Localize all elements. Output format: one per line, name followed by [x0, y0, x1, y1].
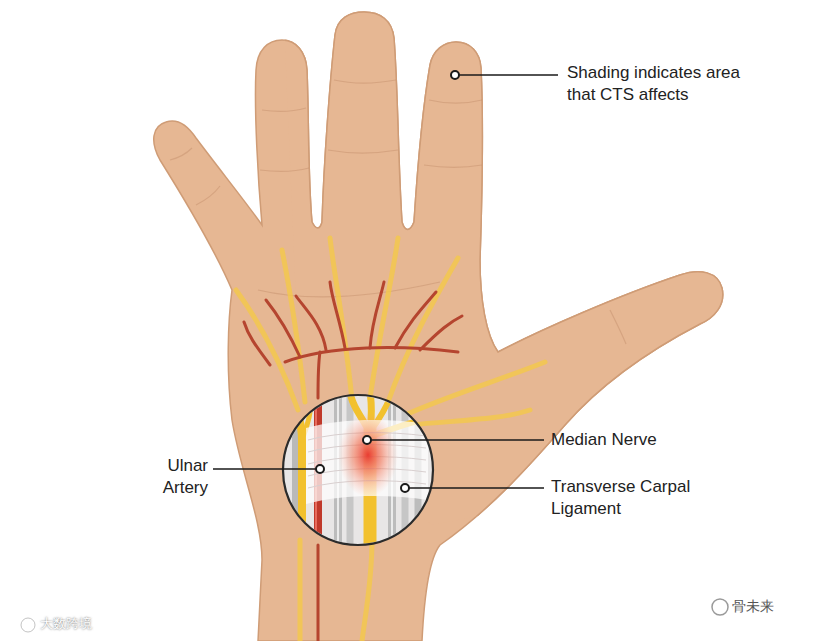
illustration-part	[330, 282, 345, 348]
palmar-arteries	[244, 282, 462, 641]
illustration-part	[712, 599, 728, 615]
watermark: 大数跨境	[40, 615, 150, 632]
median-nerve-label: Median Nerve	[551, 429, 751, 451]
illustration-part	[266, 300, 300, 357]
illustration-part	[610, 310, 626, 344]
illustration-part	[367, 439, 544, 441]
illustration-part	[21, 618, 35, 632]
illustration-part	[262, 108, 306, 111]
illustration-part	[370, 238, 398, 398]
leader-lines	[213, 75, 558, 488]
illustration-part	[451, 71, 459, 79]
illustration-part	[285, 348, 458, 362]
illustration-part	[363, 436, 371, 444]
illustration-part	[420, 316, 462, 350]
illustration-part	[316, 465, 324, 473]
illustration-part	[283, 395, 433, 545]
illustration-part	[370, 282, 384, 348]
illustration-part	[328, 150, 398, 153]
ulnar-artery-label: Ulnar Artery	[132, 455, 208, 500]
wrist-zoom	[283, 390, 435, 550]
illustration-part	[260, 168, 309, 171]
finger-creases	[170, 80, 626, 344]
illustration-part	[318, 352, 320, 398]
illustration-part	[330, 238, 352, 400]
illustration-part	[244, 322, 270, 365]
watermark: 骨未来	[732, 597, 812, 615]
illustration-part	[213, 468, 320, 470]
illustration-part	[401, 484, 409, 492]
illustration-part	[455, 74, 558, 76]
illustration-part	[410, 410, 530, 425]
illustration-part	[296, 296, 326, 350]
watermark-logos	[21, 599, 728, 632]
illustration-part	[429, 100, 482, 103]
illustration-part	[196, 186, 220, 205]
illustration-part	[317, 545, 320, 641]
illustration-part	[362, 540, 372, 641]
illustration-part	[405, 362, 545, 415]
shading-note: Shading indicates area that CTS affects	[567, 62, 749, 107]
illustration-part	[405, 487, 544, 489]
illustration-part	[288, 390, 435, 550]
illustration-part	[298, 540, 303, 641]
illustration-part	[236, 290, 298, 410]
compression-hotspot	[338, 413, 398, 497]
illustration-part	[288, 392, 302, 550]
hand-outline	[154, 12, 723, 641]
leader-dots	[316, 71, 459, 492]
palm-nerves	[236, 238, 545, 641]
cts-shading	[154, 12, 723, 641]
illustration-part	[424, 165, 482, 167]
illustration-part	[258, 282, 440, 297]
ligament-label: Transverse Carpal Ligament	[551, 476, 716, 521]
hand-skin	[154, 12, 723, 641]
illustration-part	[21, 618, 35, 632]
illustration-part	[388, 258, 458, 402]
illustration-part	[334, 80, 396, 83]
illustration-part	[170, 148, 192, 160]
